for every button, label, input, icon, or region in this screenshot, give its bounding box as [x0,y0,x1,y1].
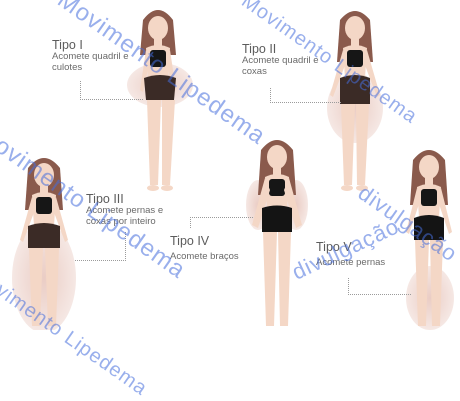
affected-area-tipo-5 [406,266,454,330]
leader-line-tipo-5 [348,278,411,295]
tipo-4-title: Tipo IV [170,234,250,248]
leader-line-tipo-4 [190,217,253,228]
leader-line-tipo-2 [270,88,341,103]
figure-tipo-4 [246,140,308,326]
leader-line-tipo-1 [80,81,143,100]
